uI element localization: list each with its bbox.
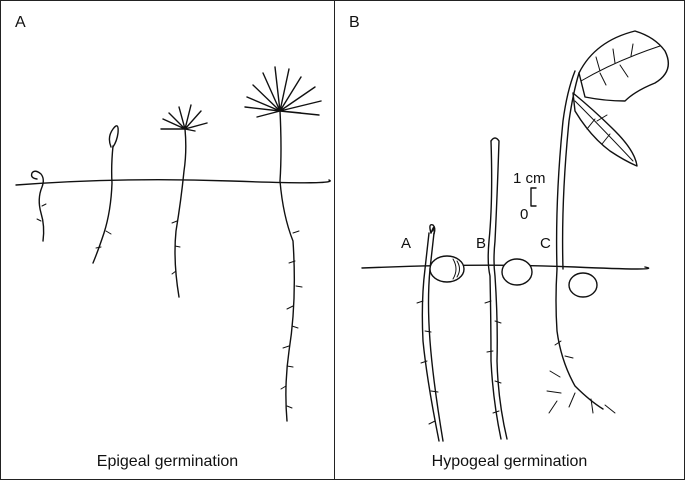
scale-bottom-label: 0 (520, 206, 528, 223)
soil-line (15, 178, 331, 186)
epigeal-seedling-2 (92, 125, 119, 264)
caption-epigeal: Epigeal germination (96, 453, 239, 470)
hypogeal-seedling-a (416, 223, 465, 442)
stage-label-c: C (540, 235, 551, 252)
caption-hypogeal: Hypogeal germination (431, 453, 588, 470)
panel-b-letter: B (349, 14, 360, 31)
panel-epigeal: A Epigeal germination (0, 0, 335, 480)
hypogeal-drawing: 1 cm 0 A B C (361, 30, 669, 442)
epigeal-seedling-3 (160, 104, 208, 298)
hypogeal-seedling-b (484, 137, 533, 440)
epigeal-seedling-4 (244, 66, 322, 422)
panel-a-letter: A (15, 14, 26, 31)
panel-hypogeal: B 1 cm 0 A B C (334, 0, 685, 480)
stage-label-a: A (401, 235, 411, 252)
scale-top-label: 1 cm (513, 170, 546, 187)
epigeal-drawing (15, 66, 331, 422)
scale-bracket (530, 187, 537, 207)
stage-label-b: B (476, 235, 486, 252)
epigeal-seedling-1 (30, 170, 47, 242)
hypogeal-seedling-c (546, 30, 669, 414)
